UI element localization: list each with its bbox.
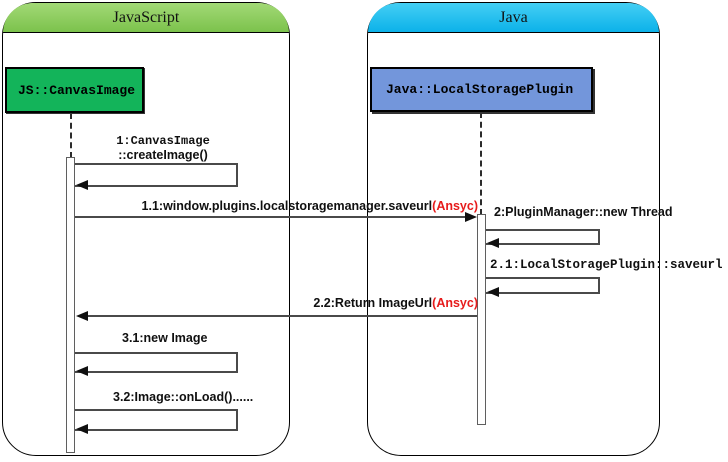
arrowhead-left-icon [76,311,88,321]
lane-javascript-header: JavaScript [3,3,289,33]
message-1-self-arrow [75,163,238,187]
message-2-label: 2:PluginManager::new Thread [494,205,673,219]
message-3-2-self-arrow [75,409,238,431]
arrowhead-left-icon [76,366,88,376]
activation-bar-js [66,157,75,453]
message-3-1-self-arrow [75,352,238,373]
message-3-2-label: 3.2:Image::onLoad()...... [113,390,253,404]
message-1-line2: ::createImage() [118,148,208,162]
message-1-1-async-suffix: (Ansyc) [432,199,478,213]
message-2-1-label: 2.1:LocalStoragePlugin::saveurl [490,258,723,272]
activation-bar-java [477,214,486,425]
message-3-1-text: 3.1:new Image [122,331,208,345]
lane-java-header: Java [368,3,659,33]
message-2-2-line [88,315,477,317]
message-2-2-async-suffix: (Ansyc) [432,296,478,310]
message-1-line1: 1:CanvasImage [116,134,210,148]
object-label-java-localstorageplugin: Java::LocalStoragePlugin [386,82,574,97]
object-box-java-localstorageplugin: Java::LocalStoragePlugin [370,67,593,112]
lane-javascript-title: JavaScript [112,9,180,26]
message-2-2-label: 2.2:Return ImageUrl(Ansyc) [140,296,478,310]
message-1-label: 1:CanvasImage ::createImage() [88,134,238,162]
message-2-self-arrow [486,229,600,245]
message-2-1-self-arrow [486,277,600,294]
arrowhead-left-icon [487,238,499,248]
message-1-1-label: 1.1:window.plugins.localstoragemanager.s… [140,199,478,213]
message-3-1-label: 3.1:new Image [122,331,207,345]
arrowhead-left-icon [487,287,499,297]
lifeline-js-canvasimage [70,113,72,158]
message-2-1-text: 2.1:LocalStoragePlugin::saveurl [490,258,723,272]
message-2-2-text: 2.2:Return ImageUrl [313,296,433,310]
message-1-1-line [75,216,467,218]
arrowhead-left-icon [76,180,88,190]
message-3-2-text: 3.2:Image::onLoad()...... [113,390,254,404]
object-label-js-canvasimage: JS::CanvasImage [18,82,136,98]
object-box-js-canvasimage: JS::CanvasImage [5,67,144,113]
lane-java-title: Java [499,9,528,26]
message-1-1-text: 1.1:window.plugins.localstoragemanager.s… [141,199,433,213]
message-2-text: 2:PluginManager::new Thread [494,205,673,219]
arrowhead-left-icon [76,424,88,434]
lifeline-java-localstorageplugin [480,112,482,215]
arrowhead-right-icon [465,212,477,222]
